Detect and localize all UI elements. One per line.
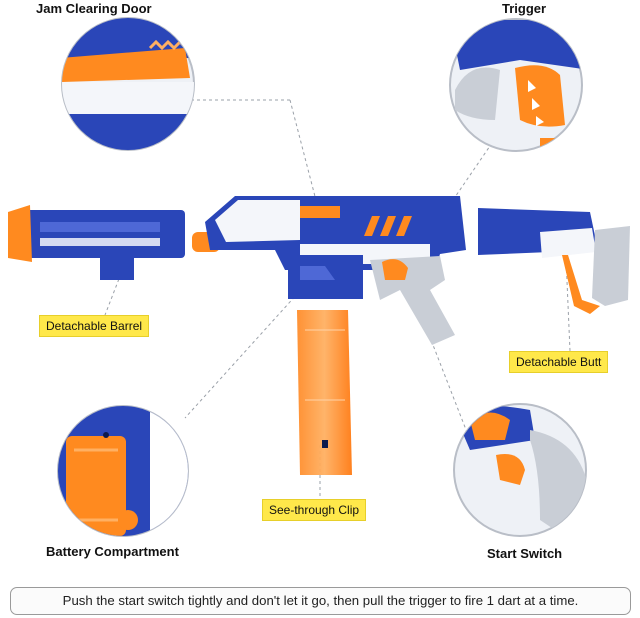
jam-clearing-door-title: Jam Clearing Door [36, 1, 152, 16]
barrel-part [8, 205, 185, 280]
butt-part [478, 208, 630, 314]
instruction-note: Push the start switch tightly and don't … [10, 587, 631, 615]
start-switch-title: Start Switch [487, 546, 563, 561]
trigger-title: Trigger [502, 1, 547, 16]
detachable-barrel-tag: Detachable Barrel [39, 315, 150, 337]
battery-detail [57, 405, 189, 537]
start-switch-detail [453, 403, 587, 537]
see-through-clip-tag: See-through Clip [262, 499, 367, 521]
trigger-detail [449, 18, 583, 152]
clip-part [297, 310, 352, 475]
jam-door-detail [61, 17, 195, 151]
battery-compartment-title: Battery Compartment [46, 544, 179, 559]
blaster-body [192, 196, 466, 345]
detachable-butt-tag: Detachable Butt [509, 351, 609, 373]
